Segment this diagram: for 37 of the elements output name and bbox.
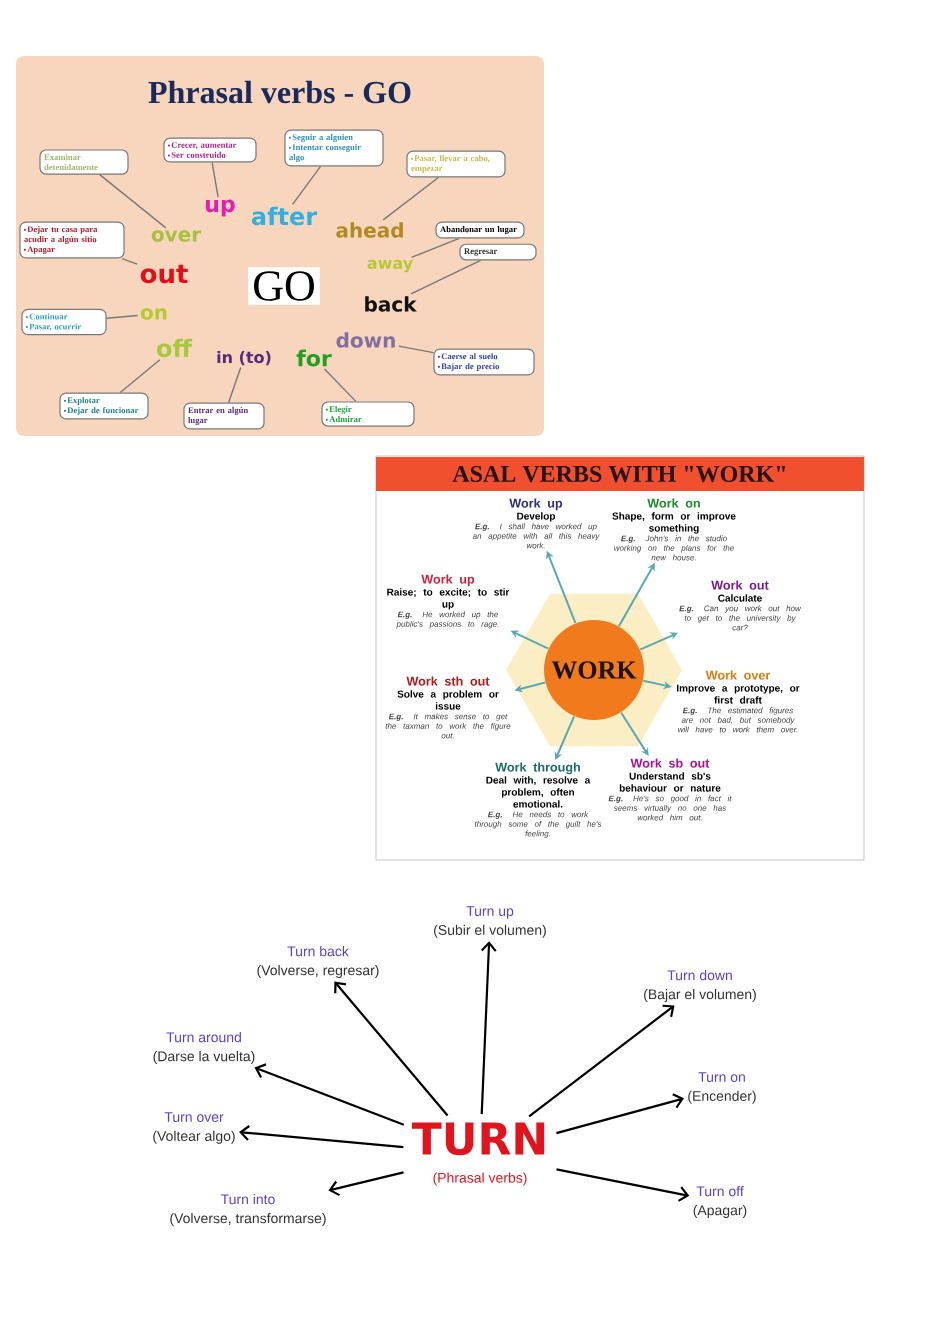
bubble-tail: [99, 173, 167, 229]
bubble-tail: [121, 257, 138, 265]
particle-word: out: [140, 264, 188, 284]
particle-word: for: [296, 349, 332, 367]
particle-word: off: [157, 338, 193, 358]
arrow: [254, 1063, 405, 1126]
particle-word: back: [365, 296, 417, 312]
arrow: [528, 1004, 675, 1118]
arrow: [620, 711, 649, 756]
title: Phrasal verbs - GO: [148, 80, 411, 104]
bubble-tail: [410, 237, 460, 259]
bubble-tail: [211, 161, 219, 198]
bubble-tail: [227, 366, 242, 404]
bubble-tail: [105, 314, 139, 319]
arrow: [328, 1171, 404, 1197]
particle-word: up: [206, 199, 235, 217]
bubble-tail: [323, 368, 357, 403]
bubble-tail: [382, 176, 440, 221]
arrow: [239, 1125, 404, 1149]
title-band: ASAL VERBS WITH "WORK": [376, 457, 864, 491]
bubble-tail: [410, 259, 482, 295]
arrow: [334, 981, 449, 1117]
particle-word: in (to): [217, 350, 271, 366]
particle-word: after: [251, 206, 318, 226]
particle-word: down: [336, 332, 395, 348]
go-word: GO: [248, 267, 320, 305]
particle-word: away: [367, 259, 413, 273]
bubble-tail: [119, 359, 161, 394]
arrow: [554, 715, 576, 760]
bubble-tail: [291, 165, 322, 206]
arrow: [480, 941, 497, 1115]
particle-word: ahead: [336, 222, 403, 238]
particle-word: on: [140, 308, 167, 320]
bubble-tail: [398, 345, 435, 354]
arrow: [556, 1093, 684, 1135]
arrow: [556, 1168, 690, 1202]
particle-word: over: [151, 230, 202, 242]
